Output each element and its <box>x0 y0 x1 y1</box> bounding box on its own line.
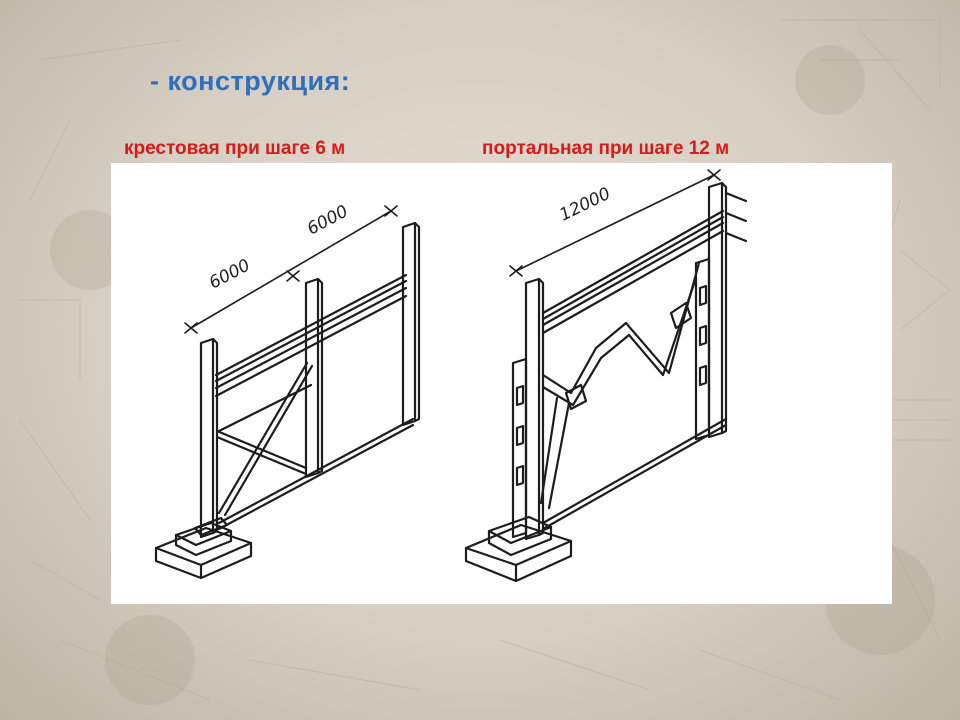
slide-title: - конструкция: <box>150 66 351 96</box>
left-dimension-line <box>184 205 398 334</box>
bracing-drawings: 6000 6000 12000 <box>154 169 748 583</box>
dimension-label-left-1: 6000 <box>206 255 254 293</box>
left-beams <box>214 273 415 531</box>
left-foundation <box>154 521 253 580</box>
right-dimension-line <box>509 169 721 277</box>
left-cross-bracing <box>215 361 314 517</box>
left-columns <box>193 221 421 539</box>
right-foundation <box>464 515 573 583</box>
drawing-panel: 6000 6000 12000 <box>111 163 892 604</box>
cross-bracing-drawing <box>154 205 421 580</box>
dimension-label-right: 12000 <box>556 184 613 226</box>
right-beams <box>541 191 748 531</box>
portal-bracing-drawing <box>464 169 748 583</box>
caption-cross-bracing: крестовая при шаге 6 м <box>124 138 346 159</box>
portal-arch <box>539 261 701 510</box>
dimension-label-left-2: 6000 <box>304 201 352 239</box>
caption-portal-bracing: портальная при шаге 12 м <box>482 138 730 159</box>
